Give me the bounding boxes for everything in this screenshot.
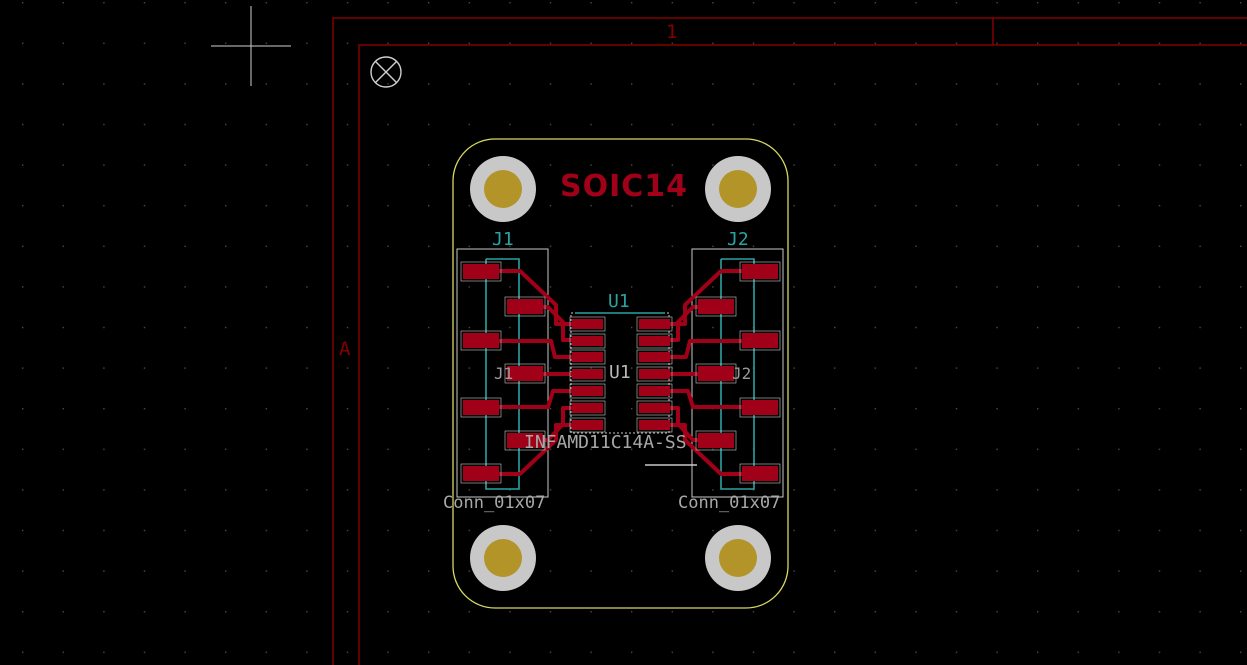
pad[interactable]: [572, 386, 603, 396]
j1-pads: [463, 264, 543, 481]
pad[interactable]: [698, 299, 734, 314]
board-title[interactable]: SOIC14: [560, 169, 689, 204]
pad[interactable]: [639, 369, 670, 379]
j2-value[interactable]: Conn_01x07: [678, 493, 781, 513]
j2-fab-reference: J2: [732, 364, 752, 383]
j2-reference[interactable]: J2: [727, 229, 749, 250]
sheet-row-label: A: [339, 338, 351, 360]
mounting-hole[interactable]: [470, 525, 536, 591]
pad[interactable]: [507, 299, 543, 314]
pad[interactable]: [639, 352, 670, 362]
pad[interactable]: [572, 369, 603, 379]
mounting-hole[interactable]: [705, 156, 771, 222]
pad[interactable]: [639, 420, 670, 430]
pad[interactable]: [639, 336, 670, 346]
sheet-frame: [332, 17, 1247, 665]
j1-reference[interactable]: J1: [492, 229, 514, 250]
pad[interactable]: [572, 420, 603, 430]
u1-pad-outlines: [569, 316, 673, 433]
pad[interactable]: [742, 333, 778, 348]
pad[interactable]: [463, 400, 499, 415]
u1-value[interactable]: INFAMD11C14A-SS: [524, 432, 687, 453]
mounting-hole[interactable]: [470, 156, 536, 222]
j1-value[interactable]: Conn_01x07: [443, 493, 546, 513]
pad[interactable]: [507, 366, 543, 381]
pad[interactable]: [742, 466, 778, 481]
pad[interactable]: [572, 403, 603, 413]
pad[interactable]: [463, 264, 499, 279]
pad[interactable]: [639, 403, 670, 413]
u1-fab-reference: U1: [609, 362, 631, 383]
crosshair-cursor-icon: [211, 6, 291, 86]
pad-outlines: [460, 261, 781, 484]
grid-origin-icon[interactable]: [370, 56, 402, 88]
pad[interactable]: [742, 264, 778, 279]
mounting-holes: [470, 156, 771, 591]
pad[interactable]: [463, 333, 499, 348]
pad[interactable]: [572, 336, 603, 346]
u1-pads: [572, 319, 670, 430]
pad[interactable]: [572, 319, 603, 329]
pad[interactable]: [507, 433, 543, 448]
sheet-column-label: 1: [666, 21, 678, 43]
pad[interactable]: [698, 366, 734, 381]
pad[interactable]: [698, 433, 734, 448]
pad[interactable]: [639, 386, 670, 396]
mounting-hole[interactable]: [705, 525, 771, 591]
pad[interactable]: [463, 466, 499, 481]
u1-reference[interactable]: U1: [608, 291, 630, 312]
j2-pads: [698, 264, 778, 481]
board-outline[interactable]: [452, 138, 789, 609]
pad[interactable]: [639, 319, 670, 329]
pad[interactable]: [572, 352, 603, 362]
j1-fab-reference: J1: [494, 364, 514, 383]
pad[interactable]: [742, 400, 778, 415]
